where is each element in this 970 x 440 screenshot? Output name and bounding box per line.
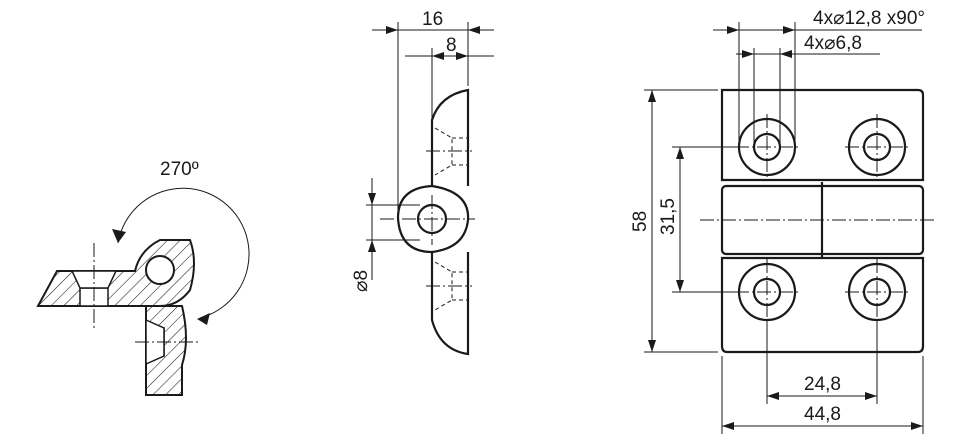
dim-pin-arrow-bottom <box>368 240 376 252</box>
horizontal-leaf-countersink <box>70 270 118 289</box>
callout-countersink-arrow-left <box>727 26 739 34</box>
dim-24-label: 24,8 <box>804 374 841 395</box>
dim-pin-label: ⌀8 <box>351 270 372 292</box>
side-view-hidden-countersink-top <box>434 127 468 176</box>
dim-24-arrow-left <box>767 392 779 400</box>
dim-44-arrow-left <box>722 422 734 430</box>
dim-pin-arrow-top <box>368 193 376 205</box>
dim-44-label: 44,8 <box>804 404 841 425</box>
side-view-hidden-countersink-bottom <box>434 261 468 311</box>
rotation-section-view: 270º <box>36 159 250 396</box>
callout-hole-arrow-right <box>780 50 792 58</box>
rotation-arc <box>117 187 250 319</box>
dim-8-arrow-right <box>456 52 468 60</box>
dim-44-arrow-right <box>911 422 923 430</box>
dim-58-arrow-bottom <box>648 340 656 352</box>
rotation-arrowhead-end <box>197 313 210 325</box>
dim-8-label: 8 <box>446 35 457 56</box>
front-view: 4x⌀12,8 x90° 4x⌀6,8 58 31,5 24,8 <box>630 8 935 434</box>
callout-countersink-label: 4x⌀12,8 x90° <box>813 8 925 29</box>
dim-58-label: 58 <box>630 211 651 232</box>
side-view-knuckle-right <box>431 184 470 254</box>
dim-8-arrow-left <box>432 52 444 60</box>
front-view-upper-leaf <box>720 88 925 182</box>
callout-hole-arrow-left <box>742 50 754 58</box>
rotation-angle-label: 270º <box>160 159 199 180</box>
side-view-knuckle <box>396 184 433 254</box>
hole-top-left <box>735 114 800 178</box>
hole-bottom-left <box>735 259 800 325</box>
front-view-lower-leaf <box>720 256 925 354</box>
dim-58-arrow-top <box>648 90 656 102</box>
callout-hole-label: 4x⌀6,8 <box>804 33 862 54</box>
side-view-leaf-upper <box>430 88 470 186</box>
hole-top-right <box>845 114 910 178</box>
dim-24-arrow-right <box>865 392 877 400</box>
pin-section <box>145 255 175 285</box>
dim-31-arrow-bottom <box>676 280 684 292</box>
hole-bottom-right <box>845 259 910 325</box>
dim-16-arrow-right <box>468 26 480 34</box>
callout-countersink-arrow-right <box>783 26 795 34</box>
side-view: 16 8 ⌀8 <box>351 9 494 356</box>
side-view-leaf-lower <box>430 252 470 356</box>
dim-31-arrow-top <box>676 147 684 159</box>
dim-31-label: 31,5 <box>658 198 679 235</box>
vertical-leaf-countersink <box>145 318 165 366</box>
rotation-arrowhead-start <box>112 229 126 243</box>
dim-16-arrow-left <box>386 26 398 34</box>
dim-16-label: 16 <box>422 9 443 30</box>
